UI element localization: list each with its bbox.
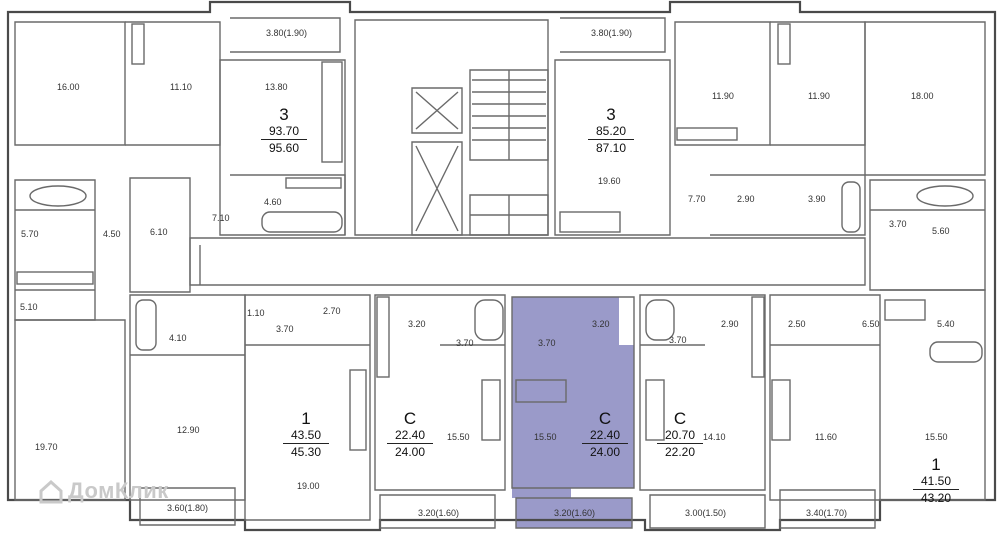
room-area: 3.70 (889, 219, 907, 229)
room-area: 6.50 (862, 319, 880, 329)
apartment-label: 1 43.50 45.30 (283, 410, 329, 458)
apartment-label: 3 85.20 87.10 (588, 106, 634, 154)
room-area: 3.90 (808, 194, 826, 204)
room-area: 19.00 (297, 481, 320, 491)
room-area: 15.50 (925, 432, 948, 442)
room-area: 7.10 (212, 213, 230, 223)
apartment-type: 3 (279, 105, 289, 124)
balcony-area: 3.80(1.90) (266, 28, 308, 38)
room-area: 18.00 (911, 91, 934, 101)
room-area: 5.70 (21, 229, 39, 239)
room-area: 14.10 (703, 432, 726, 442)
balcony-area: 3.20(1.60) (418, 508, 460, 518)
room-area: 3.20 (408, 319, 426, 329)
balcony-area: 3.40(1.70) (806, 508, 848, 518)
apartment-total-area: 22.20 (664, 445, 696, 459)
room-area: 3.70 (456, 338, 474, 348)
apartment-type: C (598, 409, 612, 428)
room-area: 2.90 (737, 194, 755, 204)
apartment-total-area: 43.20 (920, 491, 952, 505)
highlighted-apartment (512, 297, 634, 528)
balcony-area: 3.00(1.50) (685, 508, 727, 518)
apartment-type: 1 (931, 455, 941, 474)
apartment-type: 1 (301, 409, 311, 428)
room-area: 4.50 (103, 229, 121, 239)
apartment-total-area: 95.60 (268, 141, 300, 155)
apartment-type: C (403, 409, 417, 428)
apartment-type: 3 (606, 105, 616, 124)
domclick-watermark: ДомКлик (38, 478, 169, 505)
apartment-living-area: 20.70 (657, 429, 703, 444)
room-area: 5.10 (20, 302, 38, 312)
room-area: 1.10 (247, 308, 265, 318)
room-area: 15.50 (534, 432, 557, 442)
room-area: 2.90 (721, 319, 739, 329)
room-area: 13.80 (265, 82, 288, 92)
watermark-text: ДомКлик (68, 478, 169, 503)
room-area: 4.10 (169, 333, 187, 343)
apartment-total-area: 24.00 (589, 445, 621, 459)
apartment-label: C 20.70 22.20 (657, 410, 703, 458)
room-area: 11.90 (712, 91, 734, 101)
room-area: 15.50 (447, 432, 470, 442)
room-area: 4.60 (264, 197, 282, 207)
house-logo-icon (39, 480, 63, 504)
apartment-total-area: 24.00 (394, 445, 426, 459)
balcony-area: 3.60(1.80) (167, 503, 209, 513)
room-area: 5.40 (937, 319, 955, 329)
apartment-label-highlighted[interactable]: C 22.40 24.00 (582, 410, 628, 458)
apartment-label: 1 41.50 43.20 (913, 456, 959, 504)
room-area: 11.60 (815, 432, 837, 442)
room-area: 3.20 (592, 319, 610, 329)
room-area: 7.70 (688, 194, 706, 204)
apartment-label: 3 93.70 95.60 (261, 106, 307, 154)
room-area: 2.50 (788, 319, 806, 329)
apartment-living-area: 22.40 (387, 429, 433, 444)
room-area: 19.60 (598, 176, 621, 186)
apartment-label: C 22.40 24.00 (387, 410, 433, 458)
room-area: 16.00 (57, 82, 80, 92)
room-area: 11.90 (808, 91, 830, 101)
apartment-living-area: 41.50 (913, 475, 959, 490)
room-area: 12.90 (177, 425, 200, 435)
room-area: 2.70 (323, 306, 341, 316)
apartment-living-area: 93.70 (261, 125, 307, 140)
apartment-total-area: 87.10 (595, 141, 627, 155)
room-area: 3.70 (669, 335, 687, 345)
apartment-type: C (673, 409, 687, 428)
room-area: 6.10 (150, 227, 168, 237)
apartment-living-area: 43.50 (283, 429, 329, 444)
room-area: 3.70 (276, 324, 294, 334)
apartment-living-area: 22.40 (582, 429, 628, 444)
apartment-living-area: 85.20 (588, 125, 634, 140)
balcony-area: 3.20(1.60) (554, 508, 596, 518)
room-area: 19.70 (35, 442, 58, 452)
room-area: 11.10 (170, 82, 192, 92)
room-area: 3.70 (538, 338, 556, 348)
apartment-total-area: 45.30 (290, 445, 322, 459)
room-area: 5.60 (932, 226, 950, 236)
balcony-area: 3.80(1.90) (591, 28, 633, 38)
